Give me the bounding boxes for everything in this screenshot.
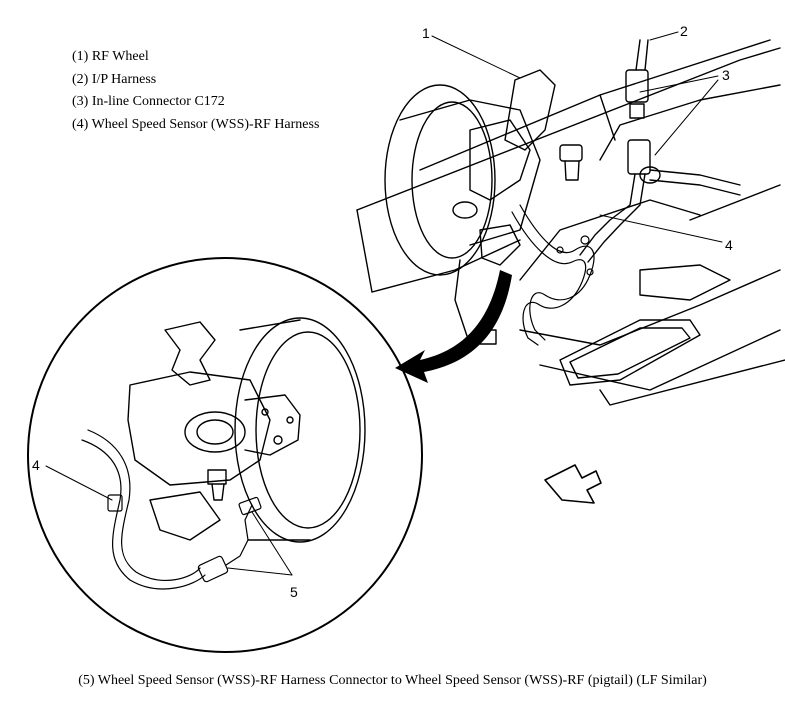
callout-2: 2 (680, 23, 688, 39)
leader-lines (45, 31, 723, 576)
rf-wheel-knuckle (452, 69, 556, 266)
detail-brake-rotor (234, 317, 366, 543)
forward-direction-arrow (544, 464, 602, 504)
callout-1: 1 (422, 25, 430, 41)
callout-4-detail: 4 (32, 457, 40, 473)
callout-4-main: 4 (725, 237, 733, 253)
legend-item-rf-wheel: (1) RF Wheel (72, 49, 149, 64)
detail-view-arrow (395, 270, 512, 383)
legend-item-wss-harness: (4) Wheel Speed Sensor (WSS)-RF Harness (72, 116, 320, 132)
frame-rail (356, 39, 785, 406)
callout-3: 3 (722, 67, 730, 83)
floor-opening (559, 264, 731, 386)
upper-brake-rotor (384, 84, 541, 276)
upper-fasteners (479, 144, 741, 345)
legend-item-ip-harness: (2) I/P Harness (72, 71, 157, 87)
wss-rf-harness (511, 204, 595, 346)
figure-caption: (5) Wheel Speed Sensor (WSS)-RF Harness … (78, 673, 707, 688)
detail-wss-harness (81, 429, 262, 590)
ip-harness (579, 39, 651, 263)
legend-item-inline-connector: (3) In-line Connector C172 (72, 94, 225, 109)
legend: (1) RF Wheel (2) I/P Harness (3) In-line… (72, 46, 319, 136)
detail-view-circle (27, 257, 423, 653)
detail-hub-knuckle (127, 321, 301, 541)
callout-5: 5 (290, 584, 298, 600)
